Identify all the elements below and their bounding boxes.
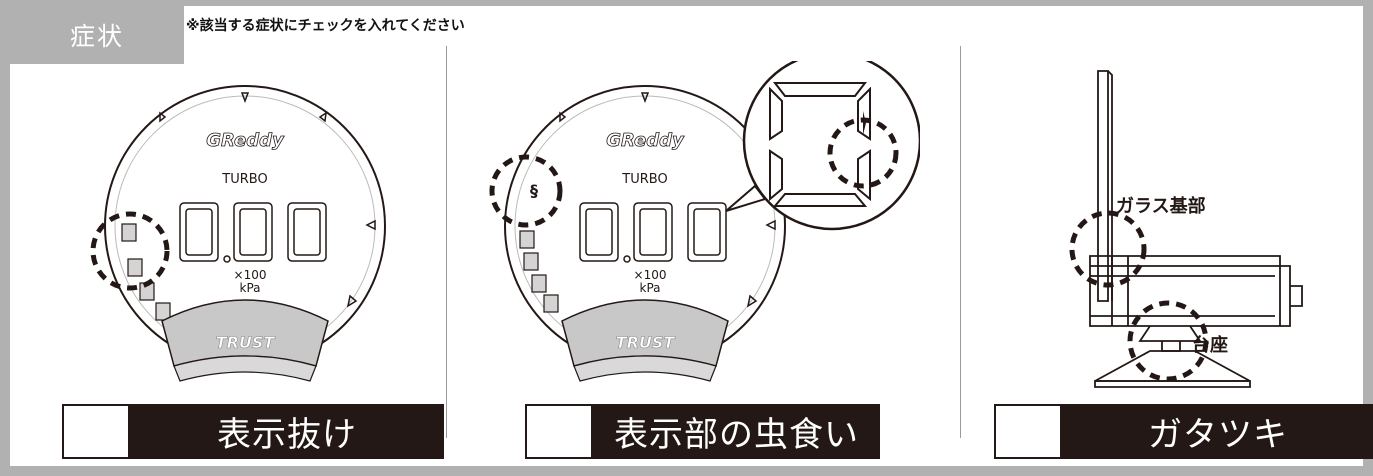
unit-label-line2: kPa — [640, 281, 661, 295]
option-segment-pitting[interactable]: 表示部の虫食い — [525, 404, 880, 459]
checkbox[interactable] — [994, 404, 1062, 459]
option-display-dropout[interactable]: 表示抜け — [62, 404, 444, 459]
highlight-circle — [489, 154, 563, 228]
instruction-text: ※該当する症状にチェックを入れてください — [186, 18, 465, 34]
gauge-illustration-looseness: ガラス基部 台座 — [1069, 70, 1303, 388]
turbo-icon: § — [530, 181, 538, 200]
greddy-logo: GReddy — [606, 130, 685, 151]
checkbox[interactable] — [62, 404, 130, 459]
gauge-illustration-pitting: GReddy TURBO ×100 kPa § TRUST — [489, 61, 920, 382]
gauge-illustration-dropout: GReddy TURBO ×100 kPa TRUST — [90, 85, 386, 382]
trust-logo: TRUST — [616, 333, 676, 352]
option-label: 表示抜け — [130, 404, 444, 459]
callout-pedestal: 台座 — [1192, 334, 1228, 356]
option-label: ガタツキ — [1062, 404, 1373, 459]
unit-label-line1: ×100 — [634, 268, 667, 282]
section-tab: 症状 — [10, 6, 184, 64]
turbo-label: TURBO — [221, 172, 267, 187]
unit-label-line2: kPa — [240, 281, 261, 295]
option-looseness[interactable]: ガタツキ — [994, 404, 1373, 459]
unit-label-line1: ×100 — [234, 268, 267, 282]
callout-glass-base: ガラス基部 — [1116, 195, 1206, 217]
highlight-circle — [827, 117, 899, 189]
highlight-circle — [1127, 300, 1209, 382]
trust-logo: TRUST — [216, 333, 276, 352]
greddy-logo: GReddy — [206, 130, 285, 151]
option-label: 表示部の虫食い — [593, 404, 880, 459]
checkbox[interactable] — [525, 404, 593, 459]
turbo-label: TURBO — [621, 172, 667, 187]
column-divider — [446, 46, 447, 438]
highlight-circle — [1069, 210, 1147, 288]
column-divider — [960, 46, 961, 438]
highlight-circle — [90, 211, 170, 291]
